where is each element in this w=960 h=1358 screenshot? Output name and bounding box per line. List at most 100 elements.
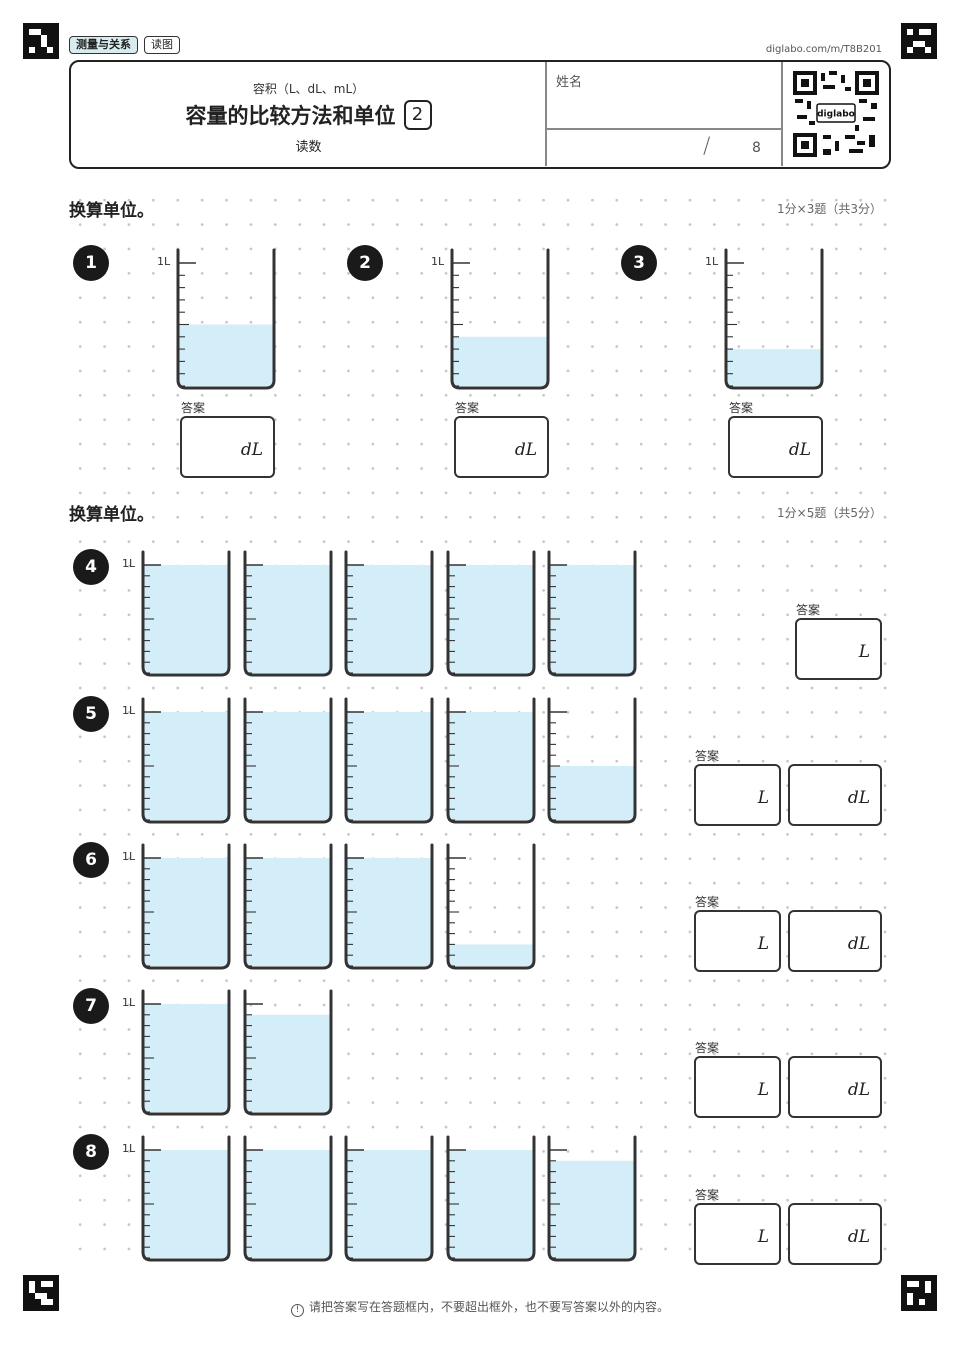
score-slash: / bbox=[703, 134, 711, 159]
unit-label-l: L bbox=[757, 934, 769, 954]
unit-label-l: L bbox=[757, 1227, 769, 1247]
beaker-outline bbox=[243, 989, 332, 1116]
beaker-q4-1 bbox=[141, 550, 231, 677]
answer-box-q7-l[interactable]: L bbox=[694, 1056, 781, 1118]
beaker-q5-2 bbox=[243, 697, 332, 824]
answer-label: 答案 bbox=[695, 1041, 720, 1055]
warning-icon: ! bbox=[290, 1304, 304, 1317]
beaker-outline bbox=[446, 697, 535, 824]
beaker-q6-1 bbox=[141, 843, 231, 970]
question-number-7: 7 bbox=[73, 988, 109, 1024]
tag-group: 测量与关系 读图 bbox=[69, 36, 180, 54]
beaker-outline bbox=[446, 843, 535, 970]
beaker-outline bbox=[547, 550, 637, 677]
section-title-2: 换算单位。 bbox=[69, 505, 154, 525]
beaker-outline bbox=[446, 1135, 535, 1262]
unit-label-dl: dL bbox=[847, 788, 870, 808]
water-fill bbox=[448, 944, 533, 966]
unit-label-dl: dL bbox=[847, 934, 870, 954]
answer-label: 答案 bbox=[729, 401, 754, 415]
beaker-outline bbox=[344, 843, 434, 970]
beaker-outline bbox=[450, 248, 550, 390]
water-fill bbox=[550, 1160, 634, 1258]
section-title-1: 换算单位。 bbox=[69, 201, 154, 221]
water-fill bbox=[448, 565, 533, 673]
answer-box-q7-dl[interactable]: dL bbox=[788, 1056, 882, 1118]
answer-box-q8-l[interactable]: L bbox=[694, 1203, 781, 1265]
answer-box-q8-dl[interactable]: dL bbox=[788, 1203, 882, 1265]
page-title: 容量的比较方法和单位 bbox=[185, 104, 396, 128]
tag-category: 测量与关系 bbox=[69, 36, 138, 54]
divider bbox=[781, 62, 783, 166]
beaker-q8-2 bbox=[243, 1135, 332, 1262]
worksheet-kind: 读数 bbox=[295, 140, 322, 155]
water-fill bbox=[245, 565, 330, 673]
beaker-outline bbox=[243, 550, 332, 677]
question-number-4: 4 bbox=[73, 549, 109, 585]
beaker-q5-1 bbox=[141, 697, 231, 824]
water-fill bbox=[245, 858, 330, 966]
part-number: 2 bbox=[403, 100, 432, 130]
beaker-outline bbox=[547, 1135, 637, 1262]
unit-label-dl: dL bbox=[788, 440, 811, 460]
water-fill bbox=[144, 565, 228, 673]
beaker-outline bbox=[344, 550, 434, 677]
beaker-outline bbox=[243, 697, 332, 824]
answer-box-q2-dl[interactable]: dL bbox=[454, 416, 549, 478]
beaker-q8-4 bbox=[446, 1135, 535, 1262]
beaker-outline bbox=[176, 248, 276, 390]
beaker-outline bbox=[243, 1135, 332, 1262]
water-fill bbox=[448, 1150, 533, 1258]
unit-label-dl: dL bbox=[514, 440, 537, 460]
footer-text: 请把答案写在答题框内，不要超出框外，也不要写答案以外的内容。 bbox=[308, 1300, 669, 1314]
unit-label-l: L bbox=[757, 1080, 769, 1100]
page-title-row: 容量的比较方法和单位 2 bbox=[71, 100, 546, 130]
answer-box-q3-dl[interactable]: dL bbox=[728, 416, 823, 478]
corner-marker-bottom-right bbox=[901, 1275, 937, 1311]
question-number-8: 8 bbox=[73, 1134, 109, 1170]
beaker-q4-2 bbox=[243, 550, 332, 677]
beaker-q3 bbox=[724, 248, 824, 390]
water-fill bbox=[727, 349, 821, 386]
answer-label: 答案 bbox=[455, 401, 480, 415]
beaker-q7-1 bbox=[141, 989, 231, 1116]
tag-type: 读图 bbox=[144, 36, 180, 54]
beaker-outline bbox=[141, 843, 231, 970]
question-number-3: 3 bbox=[621, 245, 657, 281]
beaker-outline bbox=[446, 550, 535, 677]
water-fill bbox=[347, 712, 431, 820]
page-subtitle: 容积（L、dL、mL） bbox=[252, 82, 365, 96]
water-fill bbox=[179, 324, 273, 386]
answer-box-q6-dl[interactable]: dL bbox=[788, 910, 882, 972]
beaker-1l-label: 1L bbox=[157, 255, 171, 268]
beaker-1l-label: 1L bbox=[122, 850, 136, 863]
unit-label-dl: dL bbox=[240, 440, 263, 460]
beaker-q4-4 bbox=[446, 550, 535, 677]
answer-box-q5-dl[interactable]: dL bbox=[788, 764, 882, 826]
beaker-1l-label: 1L bbox=[431, 255, 445, 268]
beaker-outline bbox=[344, 697, 434, 824]
score-total: 8 bbox=[752, 140, 761, 156]
beaker-outline bbox=[724, 248, 824, 390]
beaker-1l-label: 1L bbox=[122, 557, 136, 570]
water-fill bbox=[144, 1004, 228, 1112]
beaker-q6-3 bbox=[344, 843, 434, 970]
unit-label-l: L bbox=[757, 788, 769, 808]
beaker-1l-label: 1L bbox=[705, 255, 719, 268]
beaker-q5-5 bbox=[547, 697, 637, 824]
water-fill bbox=[347, 565, 431, 673]
answer-box-q1-dl[interactable]: dL bbox=[180, 416, 275, 478]
beaker-q8-1 bbox=[141, 1135, 231, 1262]
answer-box-q6-l[interactable]: L bbox=[694, 910, 781, 972]
unit-label-l: L bbox=[858, 642, 870, 662]
water-fill bbox=[347, 1150, 431, 1258]
title-block: 容积（L、dL、mL） 容量的比较方法和单位 2 读数 bbox=[71, 62, 546, 166]
answer-box-q4-l[interactable]: L bbox=[795, 618, 882, 680]
footer-note: ! 请把答案写在答题框内，不要超出框外，也不要写答案以外的内容。 bbox=[0, 1298, 960, 1317]
question-number-5: 5 bbox=[73, 696, 109, 732]
corner-marker-top-right bbox=[901, 23, 937, 59]
beaker-q2 bbox=[450, 248, 550, 390]
beaker-outline bbox=[141, 1135, 231, 1262]
section-points-1: 1分×3题（共3分） bbox=[777, 202, 882, 216]
answer-box-q5-l[interactable]: L bbox=[694, 764, 781, 826]
